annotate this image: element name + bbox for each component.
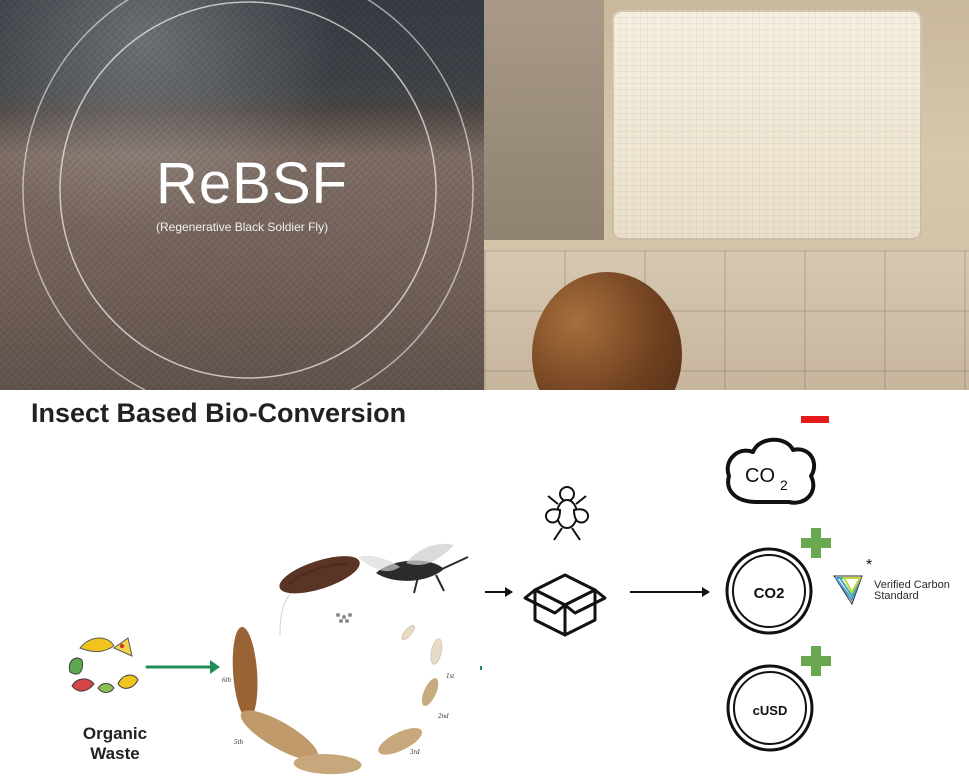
cusd-circle: cUSD	[726, 664, 814, 752]
green-arrow-icon	[145, 660, 220, 674]
breeding-photo	[484, 0, 969, 390]
cusd-label: cUSD	[753, 703, 788, 718]
co2-cloud-icon: CO 2	[725, 437, 817, 505]
hero-title: ReBSF	[156, 151, 348, 216]
box-icon	[523, 573, 607, 637]
verified-carbon-standard-line-1: Verified Carbon	[874, 579, 950, 591]
minus-icon	[801, 416, 829, 423]
hero-circle-inner	[59, 1, 437, 379]
organic-waste-label: Organic Waste	[70, 724, 160, 764]
photo-fly-cage	[612, 10, 922, 240]
bio-conversion-diagram: 6th 5th 3rd 2nd 1st CO 2	[68, 416, 872, 775]
stage-1st: 1st	[446, 672, 455, 680]
eggs-icon	[336, 613, 352, 623]
stage-5th: 5th	[234, 738, 243, 746]
organic-waste-label-line-2: Waste	[90, 744, 140, 763]
photo-wall	[484, 0, 604, 240]
stage-mark	[480, 666, 482, 670]
plus-icon	[801, 528, 831, 558]
co2-label: CO2	[754, 585, 785, 602]
larva-small-2-icon	[430, 638, 443, 665]
photo-person-hair	[532, 272, 682, 390]
fly-icon	[544, 486, 590, 541]
organic-waste-icon	[68, 637, 139, 693]
larva-large-1-icon	[279, 556, 360, 594]
verified-asterisk: *	[866, 557, 872, 574]
larva-small-1-icon	[421, 678, 439, 706]
larva-small-3-icon	[401, 624, 415, 640]
adult-fly-icon	[358, 543, 469, 594]
stage-3rd: 3rd	[409, 748, 420, 756]
co2-cloud-subscript: 2	[780, 477, 788, 493]
section-title: Insect Based Bio-Conversion	[31, 398, 407, 428]
hero-subtitle: (Regenerative Black Soldier Fly)	[156, 220, 329, 234]
arrow-right-icon-2	[630, 587, 710, 597]
hero-texture	[0, 0, 484, 390]
co2-cloud-text: CO	[745, 465, 775, 487]
hero-circles	[22, 0, 474, 390]
hero-banner: ReBSF (Regenerative Black Soldier Fly)	[0, 0, 484, 390]
lifecycle-graphic: 6th 5th 3rd 2nd 1st	[222, 543, 469, 775]
hero-circle-outer	[22, 0, 474, 390]
larva-large-4-icon	[293, 754, 362, 775]
larva-medium-1-icon	[378, 728, 423, 755]
verified-carbon-standard-text: Verified Carbon Standard	[874, 580, 950, 602]
co2-credit-circle: CO2	[725, 547, 813, 635]
larva-large-2-icon	[232, 626, 258, 719]
arrow-right-icon	[485, 587, 513, 597]
larva-large-3-icon	[240, 710, 319, 760]
stage-6th: 6th	[222, 676, 231, 684]
photo-person	[494, 150, 729, 390]
verified-carbon-logo-icon: *	[833, 557, 872, 606]
stage-2nd: 2nd	[438, 712, 449, 720]
verified-carbon-standard-line-2: Standard	[874, 590, 919, 602]
plus-icon-2	[801, 646, 831, 676]
organic-waste-label-line-1: Organic	[82, 724, 148, 743]
